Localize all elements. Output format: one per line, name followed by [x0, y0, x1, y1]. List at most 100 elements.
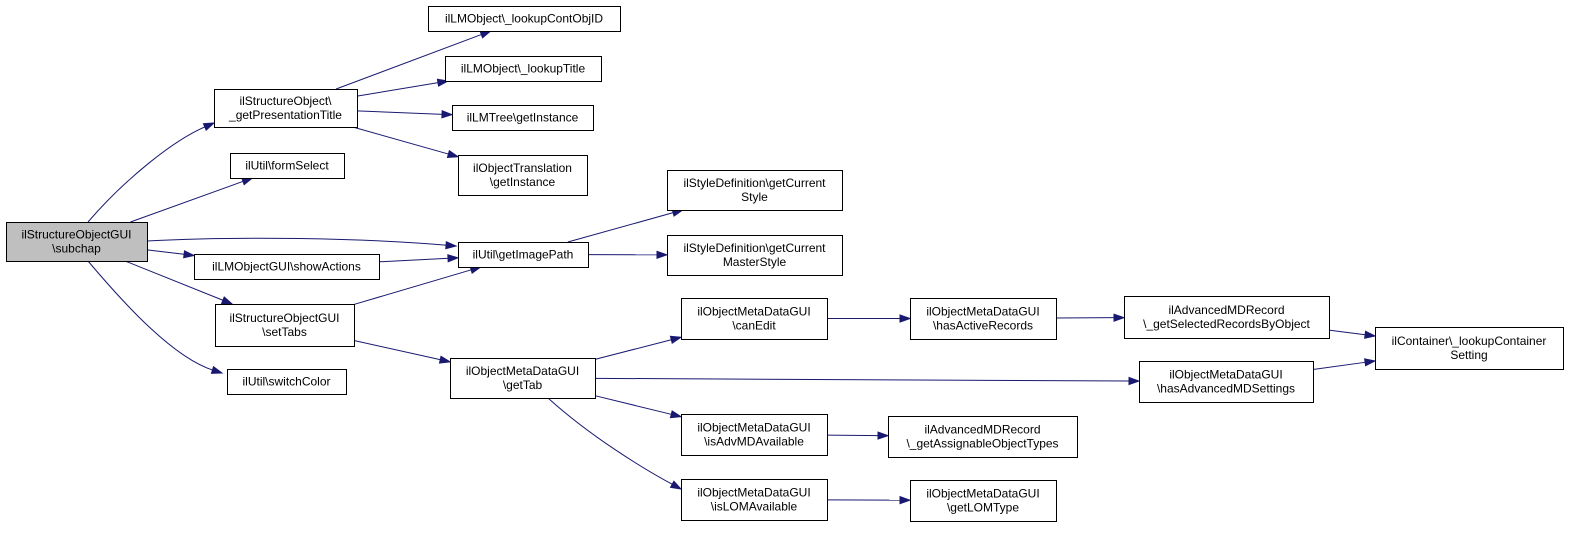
edge-getTab-to-canEdit — [594, 335, 683, 360]
edge-getTab-to-canEdit-line — [594, 339, 673, 360]
node-showActions[interactable]: ilLMObjectGUI\showActions — [194, 254, 380, 280]
node-getImagePath-box[interactable] — [458, 242, 589, 268]
node-getSelectedRecordsByObject-label-line-0: ilAdvancedMDRecord — [1168, 303, 1284, 317]
node-getSelectedRecordsByObject[interactable]: ilAdvancedMDRecord\_getSelectedRecordsBy… — [1124, 296, 1330, 339]
node-hasAdvancedMDSettings-box[interactable] — [1139, 361, 1314, 403]
node-getAssignableObjectTypes-label-line-1: \_getAssignableObjectTypes — [906, 437, 1058, 451]
node-objTranslationGetInstance-label-line-0: ilObjectTranslation — [473, 161, 572, 175]
node-getImagePath[interactable]: ilUtil\getImagePath — [458, 242, 589, 268]
node-canEdit[interactable]: ilObjectMetaDataGUI\canEdit — [681, 298, 828, 340]
node-getSelectedRecordsByObject-box[interactable] — [1124, 296, 1330, 339]
edge-root-to-setTabs-arrowhead — [220, 296, 234, 305]
edge-root-to-getPresentationTitle — [87, 122, 216, 223]
edge-isAdvMDAvailable-to-getAssignableObjectTypes-arrowhead — [877, 431, 890, 440]
node-setTabs[interactable]: ilStructureObjectGUI\setTabs — [215, 304, 355, 347]
edge-isLOMAvailable-to-getLOMType — [826, 495, 912, 505]
node-getTab[interactable]: ilObjectMetaDataGUI\getTab — [450, 358, 596, 399]
node-isLOMAvailable-label-line-0: ilObjectMetaDataGUI — [697, 486, 810, 500]
edge-canEdit-to-hasActiveRecords-arrowhead — [899, 314, 912, 323]
node-lookupTitle-label-line-0: ilLMObject\_lookupTitle — [461, 62, 586, 76]
edge-canEdit-to-hasActiveRecords — [827, 314, 912, 323]
node-formSelect[interactable]: ilUtil\formSelect — [230, 153, 345, 179]
node-lookupTitle-box[interactable] — [445, 56, 602, 82]
node-formSelect-box[interactable] — [230, 153, 345, 179]
edge-root-to-getImagePath — [146, 237, 458, 250]
edge-getImagePath-to-getCurrentMasterStyle-arrowhead — [656, 250, 669, 259]
node-lmTreeGetInstance-box[interactable] — [452, 105, 594, 131]
node-getLOMType-box[interactable] — [910, 480, 1057, 522]
node-lmTreeGetInstance[interactable]: ilLMTree\getInstance — [452, 105, 594, 131]
edge-getSelectedRecordsByObject-to-lookupContainerSetting-arrowhead — [1364, 330, 1377, 339]
edge-getImagePath-to-getCurrentStyle-line — [567, 211, 675, 243]
edge-getImagePath-to-getCurrentStyle — [567, 208, 685, 243]
node-getCurrentStyle-label-line-0: ilStyleDefinition\getCurrent — [683, 176, 826, 190]
node-lookupContObjID-box[interactable] — [428, 6, 621, 32]
node-getPresentationTitle[interactable]: ilStructureObject\_getPresentationTitle — [214, 89, 358, 128]
node-getCurrentMasterStyle-label-line-0: ilStyleDefinition\getCurrent — [683, 241, 826, 255]
node-getAssignableObjectTypes-box[interactable] — [888, 416, 1078, 458]
node-getPresentationTitle-box[interactable] — [214, 89, 358, 128]
edge-getSelectedRecordsByObject-to-lookupContainerSetting — [1328, 329, 1377, 339]
node-getLOMType[interactable]: ilObjectMetaDataGUI\getLOMType — [910, 480, 1057, 522]
edge-getTab-to-hasAdvancedMDSettings — [594, 376, 1141, 386]
node-isLOMAvailable[interactable]: ilObjectMetaDataGUI\isLOMAvailable — [681, 479, 828, 521]
edge-setTabs-to-getTab — [353, 339, 452, 364]
edge-root-to-formSelect — [130, 177, 254, 223]
edge-getTab-to-hasAdvancedMDSettings-line — [594, 377, 1131, 382]
node-getTab-label-line-0: ilObjectMetaDataGUI — [466, 364, 579, 378]
edge-root-to-getImagePath-arrowhead — [445, 240, 458, 250]
edge-showActions-to-getImagePath-arrowhead — [447, 254, 460, 263]
node-switchColor[interactable]: ilUtil\switchColor — [227, 369, 347, 395]
node-hasActiveRecords-box[interactable] — [910, 298, 1057, 340]
node-setTabs-label-line-0: ilStructureObjectGUI — [229, 311, 339, 325]
node-setTabs-label-line-1: \setTabs — [262, 325, 307, 339]
edge-getTab-to-isAdvMDAvailable — [594, 395, 683, 419]
edge-getPresentationTitle-to-objTranslationGetInstance-arrowhead — [446, 149, 460, 158]
edge-getPresentationTitle-to-lmTreeGetInstance-arrowhead — [441, 110, 454, 119]
node-getCurrentStyle-box[interactable] — [667, 170, 843, 211]
node-root[interactable]: ilStructureObjectGUI\subchap — [6, 222, 148, 262]
node-getCurrentStyle-label-line-1: Style — [741, 190, 768, 204]
node-hasAdvancedMDSettings[interactable]: ilObjectMetaDataGUI\hasAdvancedMDSetting… — [1139, 361, 1314, 403]
node-setTabs-box[interactable] — [215, 304, 355, 347]
node-showActions-label-line-0: ilLMObjectGUI\showActions — [212, 260, 361, 274]
node-switchColor-box[interactable] — [227, 369, 347, 395]
node-isLOMAvailable-box[interactable] — [681, 479, 828, 521]
node-getCurrentMasterStyle-box[interactable] — [667, 235, 843, 276]
edge-root-to-showActions-arrowhead — [183, 250, 196, 259]
node-lookupTitle[interactable]: ilLMObject\_lookupTitle — [445, 56, 602, 82]
edge-getPresentationTitle-to-lookupContObjID-line — [335, 33, 483, 90]
node-isAdvMDAvailable-box[interactable] — [681, 414, 828, 456]
edge-getTab-to-isAdvMDAvailable-line — [594, 395, 673, 416]
edge-getImagePath-to-getCurrentMasterStyle — [587, 250, 669, 259]
node-lookupContainerSetting-box[interactable] — [1375, 327, 1564, 370]
node-getAssignableObjectTypes[interactable]: ilAdvancedMDRecord\_getAssignableObjectT… — [888, 416, 1078, 458]
node-switchColor-label-line-0: ilUtil\switchColor — [242, 375, 330, 389]
node-getPresentationTitle-label-line-0: ilStructureObject\ — [239, 94, 332, 108]
node-hasActiveRecords[interactable]: ilObjectMetaDataGUI\hasActiveRecords — [910, 298, 1057, 340]
node-objTranslationGetInstance[interactable]: ilObjectTranslation\getInstance — [458, 155, 588, 196]
edge-getPresentationTitle-to-lookupTitle-line — [356, 81, 440, 97]
node-canEdit-box[interactable] — [681, 298, 828, 340]
node-objTranslationGetInstance-box[interactable] — [458, 155, 588, 196]
edge-root-to-showActions — [146, 249, 196, 259]
edge-showActions-to-getImagePath-line — [378, 257, 450, 263]
node-getTab-box[interactable] — [450, 358, 596, 399]
edge-setTabs-to-getTab-line — [353, 339, 442, 361]
node-canEdit-label-line-0: ilObjectMetaDataGUI — [697, 305, 810, 319]
node-canEdit-label-line-1: \canEdit — [732, 319, 776, 333]
node-isAdvMDAvailable[interactable]: ilObjectMetaDataGUI\isAdvMDAvailable — [681, 414, 828, 456]
edge-getTab-to-isLOMAvailable — [547, 397, 683, 490]
node-lookupContObjID[interactable]: ilLMObject\_lookupContObjID — [428, 6, 621, 32]
node-root-box[interactable] — [6, 222, 148, 262]
edge-hasActiveRecords-to-getSelectedRecordsByObject-arrowhead — [1113, 313, 1126, 322]
edge-getTab-to-isLOMAvailable-arrowhead — [669, 480, 683, 490]
node-hasActiveRecords-label-line-1: \hasActiveRecords — [933, 319, 1033, 333]
node-showActions-box[interactable] — [194, 254, 380, 280]
edge-root-to-switchColor-arrowhead — [210, 365, 224, 374]
